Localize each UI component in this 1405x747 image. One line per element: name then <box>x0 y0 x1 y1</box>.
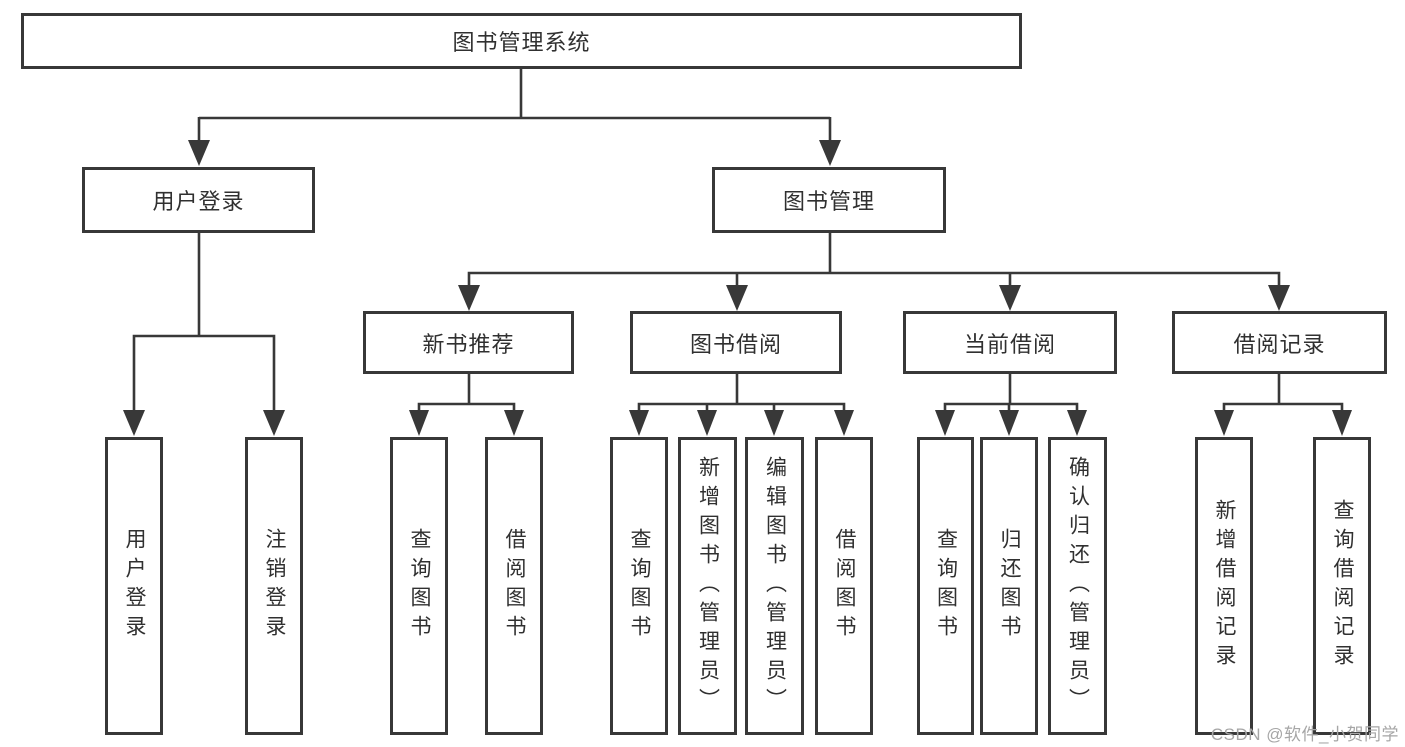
node-user-login: 用户登录 <box>82 167 315 233</box>
leaf-query-book-borrow: 查询图书 <box>610 437 668 735</box>
leaf-user-login: 用户登录 <box>105 437 163 735</box>
node-label: 查询图书 <box>628 528 651 644</box>
leaf-borrow-book: 借阅图书 <box>815 437 873 735</box>
node-borrow-records: 借阅记录 <box>1172 311 1387 374</box>
leaf-query-book-current: 查询图书 <box>917 437 974 735</box>
node-label: 用户登录 <box>123 528 146 644</box>
node-label: 查询图书 <box>934 528 958 644</box>
node-new-book-recommend: 新书推荐 <box>363 311 574 374</box>
leaf-query-book-recommend: 查询图书 <box>390 437 448 735</box>
node-label: 查询图书 <box>408 528 431 644</box>
node-label: 图书管理系统 <box>452 30 591 55</box>
node-label: 查询借阅记录 <box>1331 499 1354 673</box>
node-label: 借阅记录 <box>1233 331 1326 357</box>
node-label: 注销登录 <box>263 528 286 644</box>
node-label: 归还图书 <box>998 528 1021 644</box>
node-label: 图书管理 <box>782 189 875 214</box>
node-book-borrow: 图书借阅 <box>630 311 842 374</box>
node-library-system: 图书管理系统 <box>21 13 1022 69</box>
leaf-query-borrow-record: 查询借阅记录 <box>1313 437 1371 735</box>
node-label: 图书借阅 <box>689 331 782 357</box>
node-label: 确认归还（管理员） <box>1066 455 1090 717</box>
node-label: 新书推荐 <box>422 331 515 357</box>
node-current-borrow: 当前借阅 <box>903 311 1117 374</box>
node-label: 新增图书（管理员） <box>696 455 720 717</box>
node-label: 借阅图书 <box>833 528 856 644</box>
node-label: 当前借阅 <box>963 331 1056 357</box>
node-label: 借阅图书 <box>503 528 526 644</box>
leaf-add-borrow-record: 新增借阅记录 <box>1195 437 1253 735</box>
node-label: 用户登录 <box>152 189 245 214</box>
watermark: CSDN @软件_小贺同学 <box>1210 725 1399 744</box>
leaf-add-book-admin: 新增图书（管理员） <box>678 437 737 735</box>
node-label: 编辑图书（管理员） <box>763 455 787 717</box>
node-label: 新增借阅记录 <box>1213 499 1236 673</box>
leaf-logout-login: 注销登录 <box>245 437 303 735</box>
leaf-return-book: 归还图书 <box>980 437 1038 735</box>
leaf-confirm-return-admin: 确认归还（管理员） <box>1048 437 1107 735</box>
node-book-management: 图书管理 <box>712 167 946 233</box>
leaf-borrow-book-recommend: 借阅图书 <box>485 437 543 735</box>
leaf-edit-book-admin: 编辑图书（管理员） <box>745 437 804 735</box>
